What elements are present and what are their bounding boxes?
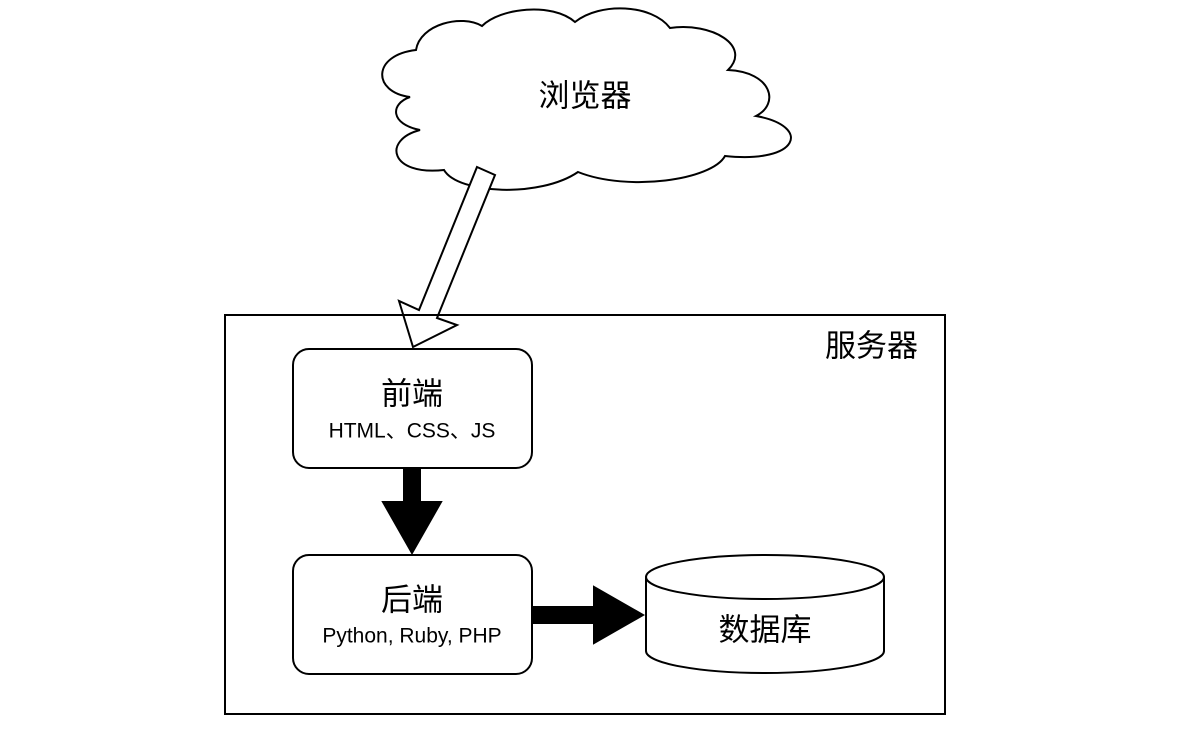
backend-to-database-arrow (533, 585, 646, 645)
backend-node: 后端 Python, Ruby, PHP (292, 554, 533, 675)
frontend-box (292, 348, 533, 469)
database-top (645, 554, 885, 600)
browser-label: 浏览器 (539, 79, 632, 115)
server-container (224, 314, 946, 715)
cloud-shape (381, 7, 792, 191)
frontend-subtitle: HTML、CSS、JS (329, 420, 496, 443)
backend-title: 后端 (381, 583, 443, 619)
frontend-title: 前端 (381, 377, 443, 413)
database-node: 数据库 (645, 554, 885, 674)
server-label: 服务器 (825, 329, 918, 365)
browser-to-frontend-arrow (397, 165, 497, 349)
browser-cloud: 浏览器 (381, 7, 792, 191)
backend-box (292, 554, 533, 675)
database-cylinder (645, 577, 885, 674)
backend-subtitle: Python, Ruby, PHP (322, 625, 501, 648)
database-label: 数据库 (719, 613, 812, 649)
frontend-node: 前端 HTML、CSS、JS (292, 348, 533, 469)
frontend-to-backend-arrow (381, 469, 443, 556)
